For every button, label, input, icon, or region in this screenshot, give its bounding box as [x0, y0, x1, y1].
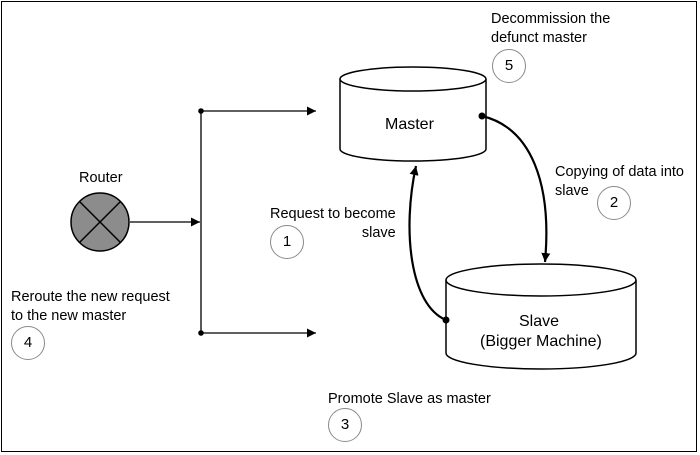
master-database	[339, 66, 487, 162]
router-icon	[70, 192, 130, 252]
become-slave-arrow	[408, 165, 447, 322]
router-label: Router	[79, 170, 123, 186]
step-4-text: Reroute the new request to the new maste…	[11, 289, 170, 324]
copy-data-arrow	[481, 114, 551, 263]
copy-data-start-dot	[478, 112, 486, 120]
step-1-text: Request to become slave	[270, 206, 396, 241]
slave-sublabel: (Bigger Machine)	[480, 333, 602, 350]
step-2-badge: 2	[597, 186, 631, 220]
step-2-text: Copying of data into slave	[555, 164, 684, 199]
step-3-badge: 3	[328, 408, 362, 442]
master-label: Master	[385, 116, 434, 133]
step-5-text: Decommission the defunct master	[491, 11, 611, 46]
become-slave-start-dot	[442, 316, 450, 324]
slave-database	[445, 263, 637, 370]
step-1-badge: 1	[270, 225, 304, 259]
step-4-badge: 4	[11, 326, 45, 360]
slave-label: Slave	[519, 313, 560, 330]
step-3-text: Promote Slave as master	[328, 391, 491, 407]
step-5-badge: 5	[492, 49, 526, 83]
